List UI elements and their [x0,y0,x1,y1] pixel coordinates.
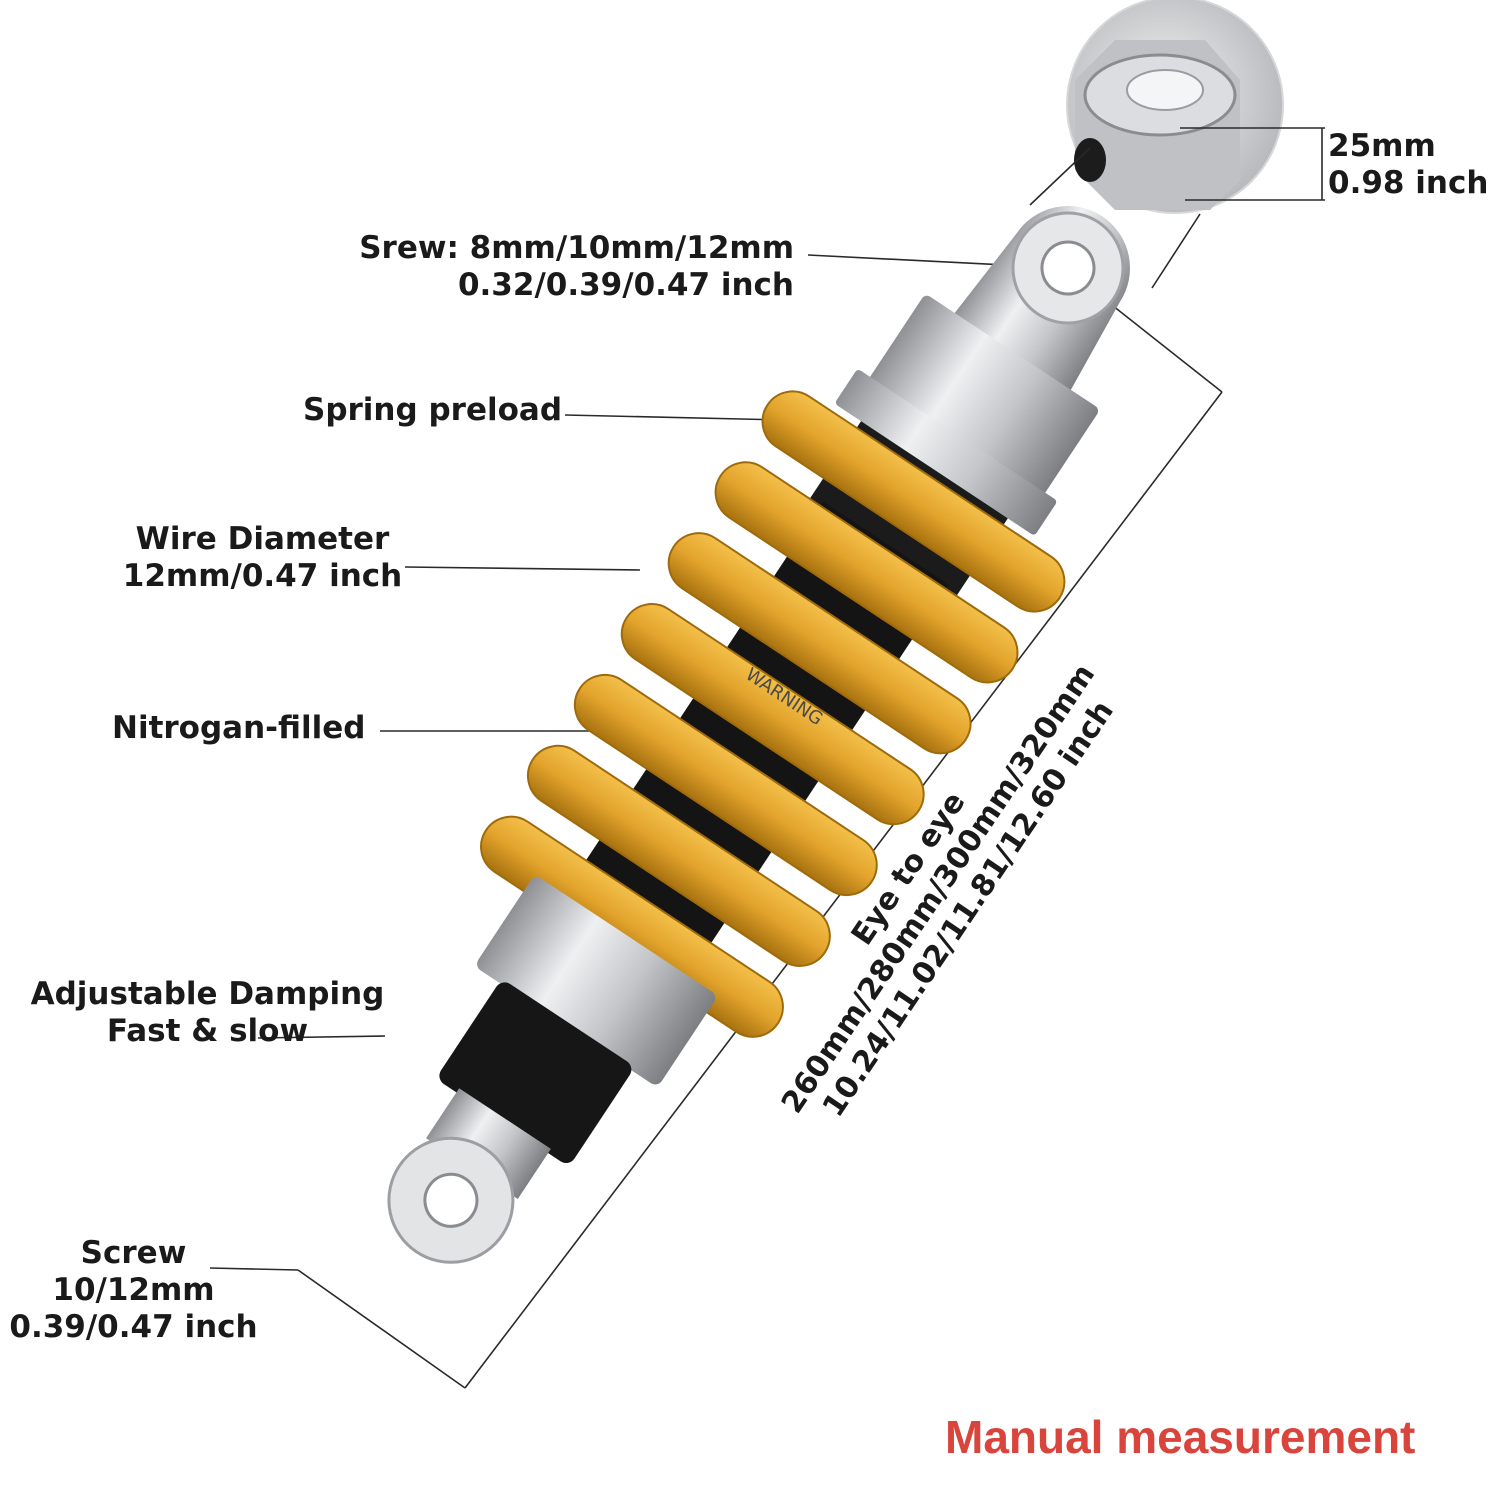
wire-diameter-value: 12mm/0.47 inch [122,558,403,594]
top-diameter-mm: 25mm [1328,128,1436,164]
damping-label: Adjustable Damping Fast & slow [20,976,395,1050]
bottom-screw-mm: 10/12mm [52,1272,215,1308]
spring [480,390,1066,1038]
top-screw-inch: 0.32/0.39/0.47 inch [457,267,794,303]
bottom-screw-label: Screw 10/12mm 0.39/0.47 inch [6,1235,261,1346]
spring-preload-label: Spring preload [303,392,563,428]
bottom-screw-inch: 0.39/0.47 inch [9,1309,258,1345]
wire-diameter-title: Wire Diameter [135,521,390,557]
top-screw-mm: Srew: 8mm/10mm/12mm [359,230,794,266]
nitrogen-label: Nitrogan-filled [112,710,366,746]
damping-subtitle: Fast & slow [106,1013,309,1049]
top-diameter-inch: 0.98 inch [1328,165,1489,201]
shock-absorber: WARNING [387,206,1130,1264]
damping-title: Adjustable Damping [30,976,385,1012]
manual-measurement-note: Manual measurement [945,1411,1416,1463]
bottom-screw-title: Screw [80,1235,187,1271]
wire-diameter-label: Wire Diameter 12mm/0.47 inch [110,521,415,595]
top-screw-label: Srew: 8mm/10mm/12mm 0.32/0.39/0.47 inch [300,230,794,304]
zoom-detail-circle [1066,0,1284,214]
top-diameter-label: 25mm 0.98 inch [1328,128,1488,202]
